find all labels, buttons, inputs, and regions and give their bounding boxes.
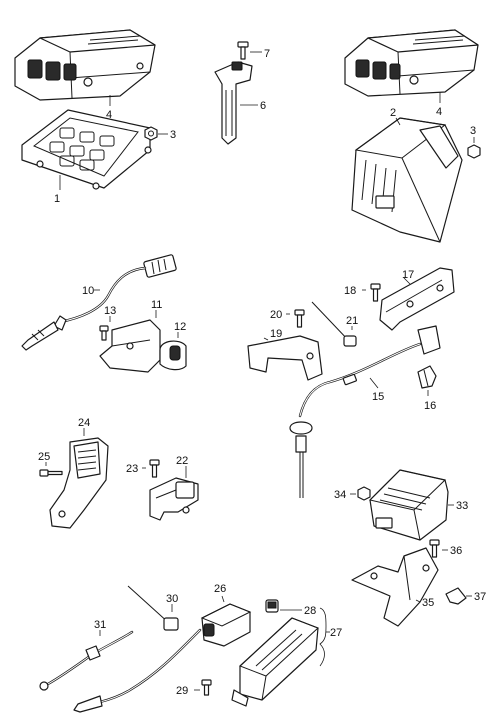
label-part-4-left: 4: [106, 109, 112, 121]
label-part-15: 15: [372, 391, 384, 403]
label-part-30: 30: [166, 593, 178, 605]
protective-housing: [351, 117, 463, 243]
label-part-34: 34: [334, 489, 346, 501]
control-unit-left: [14, 29, 156, 101]
label-part-16: 16: [424, 400, 436, 412]
label-part-24: 24: [78, 417, 90, 429]
bracket-35: [351, 547, 439, 627]
clip-37: [445, 587, 467, 605]
sensor-26: [200, 603, 252, 647]
sensor-30: [73, 585, 202, 713]
label-part-3-right: 3: [470, 125, 476, 137]
bracket-17: [379, 267, 455, 331]
label-part-26: 26: [214, 583, 226, 595]
label-part-1: 1: [54, 193, 60, 205]
label-part-27: 27: [330, 627, 342, 639]
screw-20: [294, 309, 305, 328]
clip-16: [417, 365, 437, 389]
label-part-3-left: 3: [170, 129, 176, 141]
screw-36: [429, 539, 440, 558]
label-part-12: 12: [174, 321, 186, 333]
label-part-22: 22: [176, 455, 188, 467]
label-part-29: 29: [176, 685, 188, 697]
label-part-17: 17: [402, 269, 414, 281]
nut-left: [144, 126, 158, 141]
control-unit-right: [344, 29, 479, 97]
bracket-24: [49, 437, 109, 529]
label-part-31: 31: [94, 619, 106, 631]
screw-29: [201, 679, 212, 696]
label-part-21: 21: [346, 315, 358, 327]
module-27: [231, 617, 319, 707]
mounting-bracket: [21, 109, 152, 190]
bracket-19: [247, 335, 323, 381]
screw-18: [370, 283, 381, 302]
label-part-37: 37: [474, 591, 486, 603]
sensor-28: [265, 599, 279, 613]
label-part-6: 6: [260, 100, 266, 112]
label-part-7: 7: [264, 48, 270, 60]
label-part-11: 11: [151, 299, 162, 311]
label-part-23: 23: [126, 463, 138, 475]
nut-right: [467, 144, 481, 159]
clip-21: [311, 301, 357, 347]
sensor-6: [214, 61, 253, 145]
nut-34: [357, 486, 371, 501]
label-part-4-right: 4: [436, 106, 442, 118]
sensor-15: [289, 325, 441, 498]
pressure-sensor-22: [149, 477, 199, 521]
label-part-13: 13: [104, 305, 116, 317]
screw-7: [237, 41, 249, 60]
label-part-35: 35: [422, 597, 434, 609]
label-part-33: 33: [456, 500, 468, 512]
sensor-10: [21, 254, 177, 351]
label-part-28: 28: [304, 605, 316, 617]
label-part-18: 18: [344, 285, 356, 297]
label-part-20: 20: [270, 309, 282, 321]
holder-11: [99, 319, 161, 373]
clip-12: [159, 340, 187, 371]
label-part-10: 10: [82, 285, 94, 297]
label-part-36: 36: [450, 545, 462, 557]
label-part-19: 19: [270, 328, 282, 340]
label-part-2: 2: [390, 107, 396, 119]
screw-13: [99, 325, 109, 341]
sensor-31: [39, 630, 134, 691]
label-part-25: 25: [38, 451, 50, 463]
screw-23: [149, 459, 160, 478]
screw-25: [39, 469, 63, 477]
control-unit-33: [369, 469, 449, 541]
